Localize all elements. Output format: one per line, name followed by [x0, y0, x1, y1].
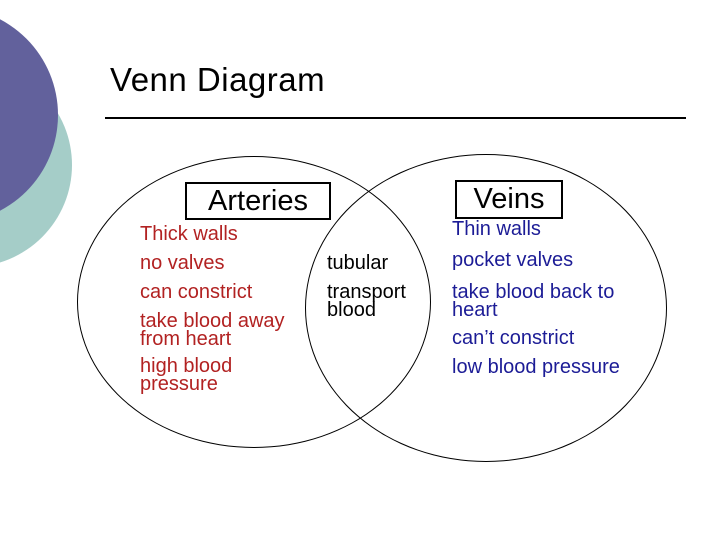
artery-item: high blood pressure — [140, 355, 233, 395]
veins-label-box: Veins — [455, 180, 563, 219]
vein-item: Thin walls — [452, 218, 541, 240]
title-underline — [105, 117, 686, 119]
arteries-label: Arteries — [208, 184, 308, 217]
artery-item: Thick walls — [140, 223, 238, 245]
artery-item: can constrict — [140, 281, 253, 303]
arteries-label-box: Arteries — [185, 182, 331, 220]
vein-item: pocket valves — [452, 249, 574, 271]
page-title: Venn Diagram — [110, 61, 326, 98]
veins-label: Veins — [473, 183, 545, 215]
vein-item: can’t constrict — [452, 327, 575, 349]
artery-item: take blood away from heart — [140, 310, 285, 350]
vein-item: take blood back to heart — [452, 281, 615, 321]
shared-item: tubular — [327, 252, 389, 274]
vein-item: low blood pressure — [452, 356, 620, 378]
venn-circle-veins — [305, 154, 667, 462]
shared-item: transport blood — [327, 281, 406, 321]
artery-item: no valves — [140, 252, 225, 274]
